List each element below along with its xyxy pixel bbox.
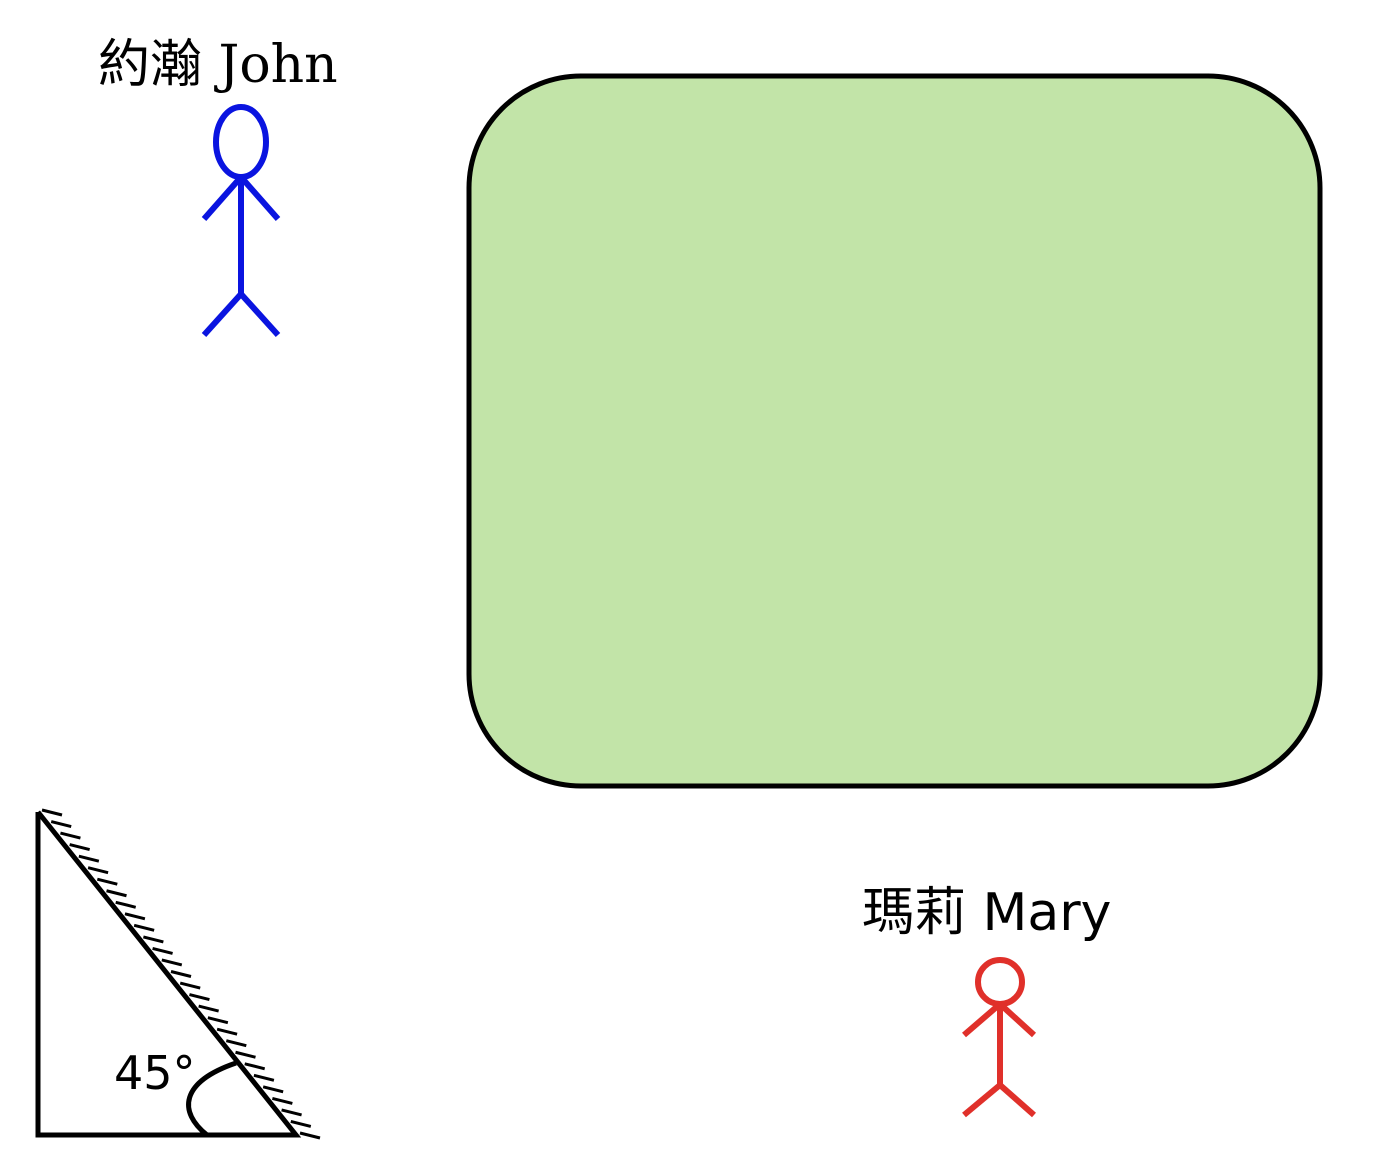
hatch-mark bbox=[124, 912, 146, 921]
hatch-mark bbox=[225, 1039, 247, 1048]
john-right-arm bbox=[238, 175, 281, 221]
hatch-mark bbox=[78, 854, 100, 863]
mirror-hatching bbox=[41, 808, 321, 1140]
john-left-arm bbox=[201, 175, 244, 221]
hatch-mark bbox=[96, 877, 118, 886]
hatch-mark bbox=[290, 1120, 312, 1128]
hatch-mark bbox=[87, 866, 109, 875]
hatch-mark bbox=[271, 1096, 293, 1105]
hatch-mark bbox=[207, 1016, 229, 1025]
hatch-mark bbox=[152, 946, 173, 955]
green-area bbox=[466, 73, 1323, 789]
hatch-mark bbox=[41, 808, 63, 817]
hatch-mark bbox=[106, 889, 127, 898]
hatch-mark bbox=[60, 831, 81, 840]
hatch-mark bbox=[179, 981, 201, 990]
hatch-mark bbox=[253, 1073, 275, 1082]
hatch-mark bbox=[281, 1108, 302, 1117]
mirror-triangle bbox=[35, 810, 302, 1138]
hatch-mark bbox=[142, 935, 164, 944]
john-label: 約瀚 John bbox=[98, 35, 338, 95]
hatch-mark bbox=[189, 993, 210, 1002]
mary-right-leg bbox=[998, 1082, 1036, 1118]
hatch-mark bbox=[115, 900, 137, 909]
angle-label: 45° bbox=[114, 1046, 196, 1100]
hatch-mark bbox=[198, 1004, 220, 1013]
hatch-mark bbox=[161, 958, 183, 967]
hatch-mark bbox=[244, 1062, 266, 1071]
mary-left-leg bbox=[962, 1082, 1002, 1118]
mary-label: 瑪莉 Mary bbox=[862, 883, 1112, 943]
hatch-mark bbox=[216, 1027, 238, 1036]
mary-left-arm bbox=[962, 1001, 1002, 1038]
mary-stick-figure-icon bbox=[962, 957, 1037, 1118]
hatch-mark bbox=[170, 970, 192, 978]
mary-head bbox=[975, 957, 1025, 1007]
hatch-mark bbox=[299, 1131, 321, 1140]
hatch-mark bbox=[235, 1050, 256, 1059]
john-left-leg bbox=[201, 291, 244, 338]
hatch-mark bbox=[262, 1085, 284, 1094]
hatch-mark bbox=[50, 820, 72, 828]
john-right-leg bbox=[238, 291, 281, 338]
hatch-mark bbox=[133, 923, 155, 932]
inclined-mirror-icon bbox=[35, 808, 321, 1140]
hatch-mark bbox=[69, 843, 91, 852]
john-stick-figure-icon bbox=[201, 104, 281, 338]
angle-arc bbox=[186, 1060, 237, 1137]
john-head bbox=[213, 104, 269, 180]
mary-right-arm bbox=[997, 1001, 1037, 1038]
